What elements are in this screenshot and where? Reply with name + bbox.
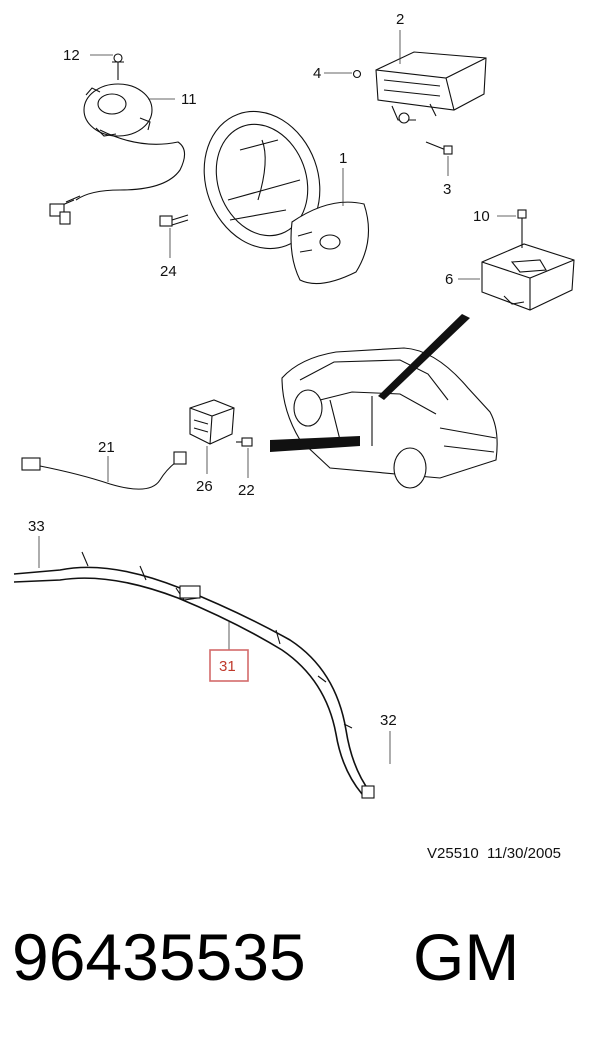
highlight-box [209,649,249,682]
callout-11: 11 [181,91,197,108]
bolt-3 [425,141,453,155]
callout-31[interactable]: 31 [219,658,236,675]
passenger-airbag-module [375,51,487,124]
steering-wheel [203,110,321,250]
driver-airbag-module [290,201,369,285]
callout-10: 10 [473,208,490,225]
vehicle-illustration [281,347,498,489]
sensing-diagnostic-module [481,243,575,311]
bolt-10 [517,209,527,248]
callout-22: 22 [238,482,255,499]
brand-name: GM [413,920,519,994]
callout-24: 24 [160,263,177,280]
callout-26: 26 [196,478,213,495]
callout-32: 32 [380,712,397,729]
nut-4 [352,69,362,79]
leader-lines [38,30,516,764]
callout-2: 2 [396,11,404,28]
side-impact-sensor [189,399,235,445]
callout-33: 33 [28,518,45,535]
callout-1: 1 [339,150,347,167]
callout-3: 3 [443,181,451,198]
clock-spring-coil [49,53,186,225]
pointer-wedges [270,314,470,452]
callout-6: 6 [445,271,453,288]
callout-12: 12 [63,47,80,64]
callout-21: 21 [98,439,115,456]
wiring-harness [21,451,187,490]
drawing-reference: V25510 11/30/2005 [427,845,561,862]
bolt-22 [236,437,253,447]
part-number: 96435535 [12,920,306,994]
bolt-24 [159,214,189,227]
callout-4: 4 [313,65,321,82]
roof-rail-curtain-airbag [13,551,375,799]
